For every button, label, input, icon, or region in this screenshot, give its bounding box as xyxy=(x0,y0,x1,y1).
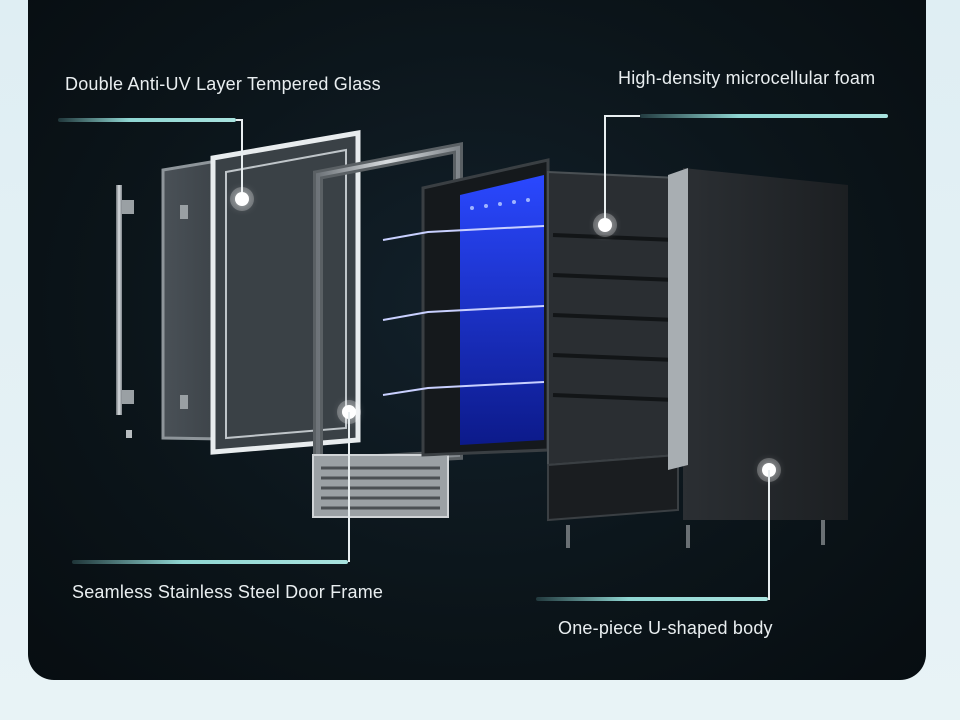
callout-frame-accent-bar xyxy=(72,560,348,564)
callout-body-leader-vertical xyxy=(768,470,770,600)
callout-body-label: One-piece U-shaped body xyxy=(558,618,773,638)
callout-foam-marker xyxy=(598,218,612,232)
u-shaped-body xyxy=(668,168,848,545)
callout-glass-accent-bar xyxy=(58,118,236,122)
callout-frame-leader-vertical xyxy=(348,412,350,562)
callout-body-accent-bar xyxy=(536,597,768,601)
front-vent-grille xyxy=(312,454,449,518)
callout-foam-leader-vertical xyxy=(604,115,606,225)
foam-insulation-shell xyxy=(547,170,690,548)
callout-foam-label: High-density microcellular foam xyxy=(618,68,876,88)
door-handle xyxy=(116,185,134,438)
callout-foam-leader xyxy=(604,115,640,117)
callout-frame-label: Seamless Stainless Steel Door Frame xyxy=(72,582,384,602)
callout-glass-leader xyxy=(236,119,242,121)
inner-glass-pane xyxy=(210,130,361,455)
callout-foam-accent-bar xyxy=(640,114,888,118)
callout-glass-label: Double Anti-UV Layer Tempered Glass xyxy=(65,74,381,94)
exploded-wine-fridge-illustration xyxy=(116,130,848,548)
cabinet-interior xyxy=(382,158,550,457)
product-feature-panel: Double Anti-UV Layer Tempered Glass High… xyxy=(28,0,926,680)
callout-glass-leader-vertical xyxy=(241,119,243,199)
callout-glass-marker xyxy=(235,192,249,206)
